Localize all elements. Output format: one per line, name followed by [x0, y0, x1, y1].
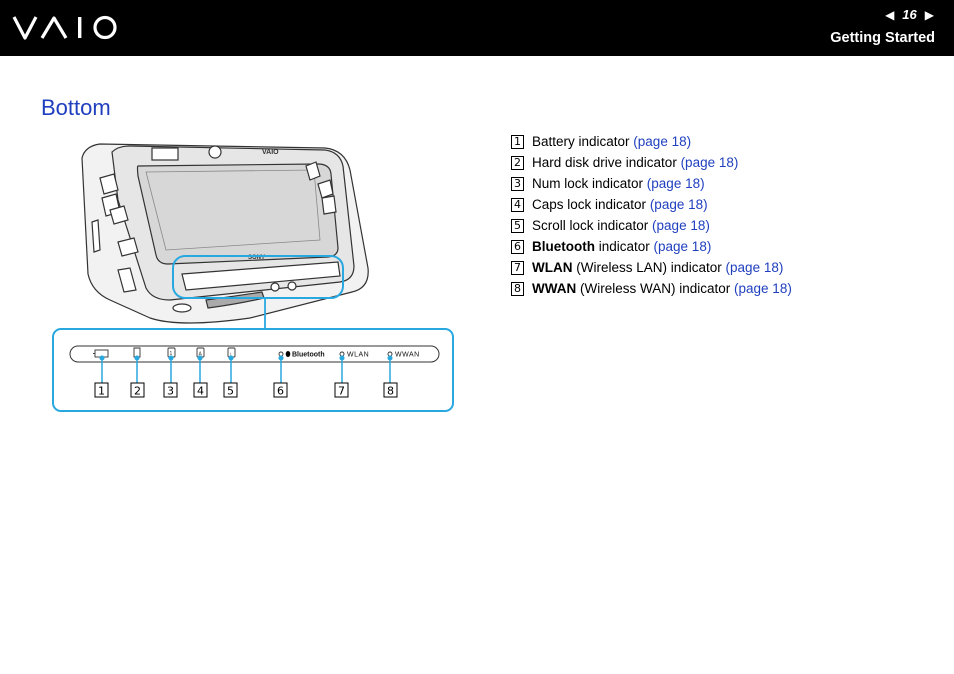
legend-number: 2 — [511, 155, 524, 170]
wlan-strip-label: WLAN — [347, 352, 369, 359]
callout-number: 7 — [338, 385, 345, 398]
prev-page-arrow-icon[interactable]: ◀ — [885, 7, 895, 22]
legend-text: Caps lock indicator — [532, 197, 650, 212]
hard-disk-icon — [133, 347, 141, 358]
legend-text: Scroll lock indicator — [532, 218, 653, 233]
page-number: 16 — [902, 7, 917, 22]
device-body — [81, 143, 369, 324]
legend-number: 7 — [511, 260, 524, 275]
page-title: Bottom — [41, 95, 111, 120]
callout-number: 1 — [98, 385, 105, 398]
svg-text:1: 1 — [170, 351, 173, 357]
page-link[interactable]: (page 18) — [652, 218, 710, 233]
callout-number: 4 — [197, 385, 204, 398]
legend-text: Battery indicator — [532, 134, 634, 149]
callout-number: 8 — [387, 385, 394, 398]
page-link[interactable]: (page 18) — [646, 176, 705, 191]
svg-text:A: A — [199, 352, 203, 358]
indicator-highlight-outline — [172, 255, 344, 299]
bluetooth-icon — [285, 351, 291, 357]
legend-text: (Wireless WAN) indicator — [576, 281, 735, 296]
legend-number: 1 — [511, 134, 524, 149]
wwan-strip-label: WWAN — [395, 352, 420, 359]
legend-bold-term: Bluetooth — [532, 239, 595, 254]
callout-number: 2 — [134, 385, 141, 398]
device-logo-label: VAIO — [262, 149, 279, 156]
legend-item: 5 Scroll lock indicator (page 18) — [511, 215, 792, 236]
legend-item: 6 Bluetooth indicator (page 18) — [511, 236, 792, 257]
legend-number: 3 — [511, 176, 524, 191]
legend-text: Hard disk drive indicator — [532, 155, 681, 170]
legend-item: 8 WWAN (Wireless WAN) indicator (page 18… — [511, 278, 792, 299]
legend-item: 7 WLAN (Wireless LAN) indicator (page 18… — [511, 257, 792, 278]
page-link[interactable]: (page 18) — [734, 281, 792, 296]
device-bottom-illustration: SONY VAIO 1 A ↕ Bluetooth WLAN WWAN — [52, 143, 454, 412]
zoom-panel — [52, 328, 454, 412]
legend-text: Num lock indicator — [532, 176, 647, 191]
legend-text: (Wireless LAN) indicator — [572, 260, 726, 275]
legend-item: 2 Hard disk drive indicator (page 18) — [511, 152, 792, 173]
page-link[interactable]: (page 18) — [653, 239, 712, 254]
legend-item: 3 Num lock indicator (page 18) — [511, 173, 792, 194]
page-link[interactable]: (page 18) — [680, 155, 739, 170]
legend-item: 4 Caps lock indicator (page 18) — [511, 194, 792, 215]
legend-number: 8 — [511, 281, 524, 296]
device-brand-label: SONY — [248, 255, 265, 261]
bluetooth-strip-label: Bluetooth — [292, 352, 325, 359]
svg-text:↕: ↕ — [230, 352, 233, 358]
legend-item: 1 Battery indicator (page 18) — [511, 131, 792, 152]
page-link[interactable]: (page 18) — [633, 134, 692, 149]
legend-number: 6 — [511, 239, 524, 254]
header-bar: ◀ 16 ▶ Getting Started — [0, 0, 954, 56]
callout-number: 6 — [277, 385, 284, 398]
legend-bold-term: WLAN — [532, 260, 573, 275]
indicator-strip — [69, 345, 440, 363]
legend-number: 5 — [511, 218, 524, 233]
callout-number: 5 — [227, 385, 234, 398]
section-title: Getting Started — [830, 30, 935, 46]
next-page-arrow-icon[interactable]: ▶ — [924, 7, 934, 22]
vaio-logo — [12, 15, 117, 40]
legend-number: 4 — [511, 197, 524, 212]
indicator-legend-list: 1 Battery indicator (page 18) 2 Hard dis… — [511, 131, 792, 299]
callout-number: 3 — [167, 385, 174, 398]
page-link[interactable]: (page 18) — [649, 197, 708, 212]
legend-bold-term: WWAN — [532, 281, 577, 296]
page-link[interactable]: (page 18) — [725, 260, 784, 275]
legend-text: indicator — [595, 239, 654, 254]
page-navigation: ◀ 16 ▶ — [885, 7, 934, 22]
